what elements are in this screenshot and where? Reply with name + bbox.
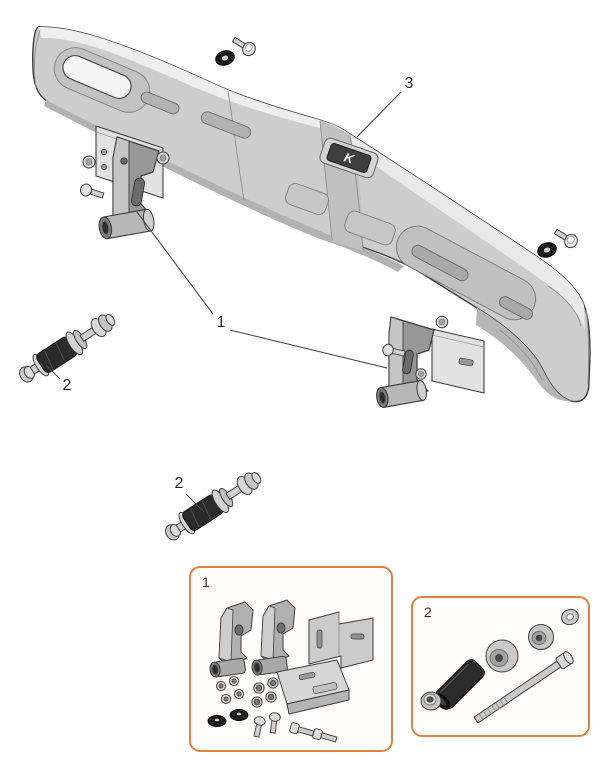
kit1-bracket-b (250, 599, 296, 677)
bumper-beam: K (32, 26, 591, 403)
kit1-nut (267, 677, 279, 689)
bracket-bolt (382, 343, 406, 357)
callout-3-beam[interactable]: 3 (405, 75, 414, 92)
kit1-carriage-bolt (253, 716, 266, 738)
kit2-long-bolt (473, 651, 574, 724)
kit2-bushing-large (485, 639, 519, 673)
washer-screw-top (213, 33, 259, 69)
bracket-nut (435, 315, 449, 329)
kit1-carriage-bolt (268, 712, 281, 734)
kit1-nut (251, 696, 263, 708)
washer-screw-right (535, 225, 581, 261)
kit1-washer (228, 675, 240, 687)
kit-2-parts-illustration (420, 608, 579, 724)
bracket-tube (376, 380, 427, 408)
bracket-tube (98, 208, 155, 240)
kit-box-1-bracket-kit[interactable]: 1 (189, 566, 393, 752)
left-bracket-assembly (79, 125, 170, 240)
bracket-nut (82, 155, 96, 169)
kit-box-1-label: 1 (202, 574, 210, 590)
kit1-bracket-a (208, 601, 254, 679)
kit1-washer (215, 680, 227, 692)
kit1-base-plate (276, 659, 350, 715)
bracket-bolt (79, 183, 105, 199)
kit2-flange-nut (420, 691, 442, 711)
bracket-nut (156, 151, 170, 165)
kit1-washer (233, 688, 245, 700)
brand-logo-emblem: K (319, 137, 379, 179)
bracket-nut (415, 368, 427, 380)
kit1-washer (220, 693, 232, 705)
kit-box-2-bolt-kit[interactable]: 2 (411, 596, 590, 737)
kit1-cone-washer (207, 715, 227, 727)
beam-left-slot (62, 55, 132, 99)
kit1-nut (253, 682, 265, 694)
callout-2-bolt-middle[interactable]: 2 (175, 475, 184, 492)
kit-box-2-label: 2 (424, 604, 432, 620)
kit1-nut (265, 691, 277, 703)
kit2-washer (561, 608, 579, 626)
callout-1-brackets[interactable]: 1 (217, 314, 226, 331)
right-bracket-assembly (376, 315, 485, 408)
callout-leader-lines (46, 91, 402, 513)
kit1-hex-bolt (289, 722, 315, 737)
kit1-angle-plate (308, 611, 374, 669)
callout-2-bolt-left[interactable]: 2 (63, 377, 72, 394)
kit1-hex-bolt (312, 728, 338, 743)
kit-1-parts-illustration (207, 599, 374, 743)
kit2-bushing-small (528, 624, 554, 650)
kit1-cone-washer (229, 709, 249, 721)
